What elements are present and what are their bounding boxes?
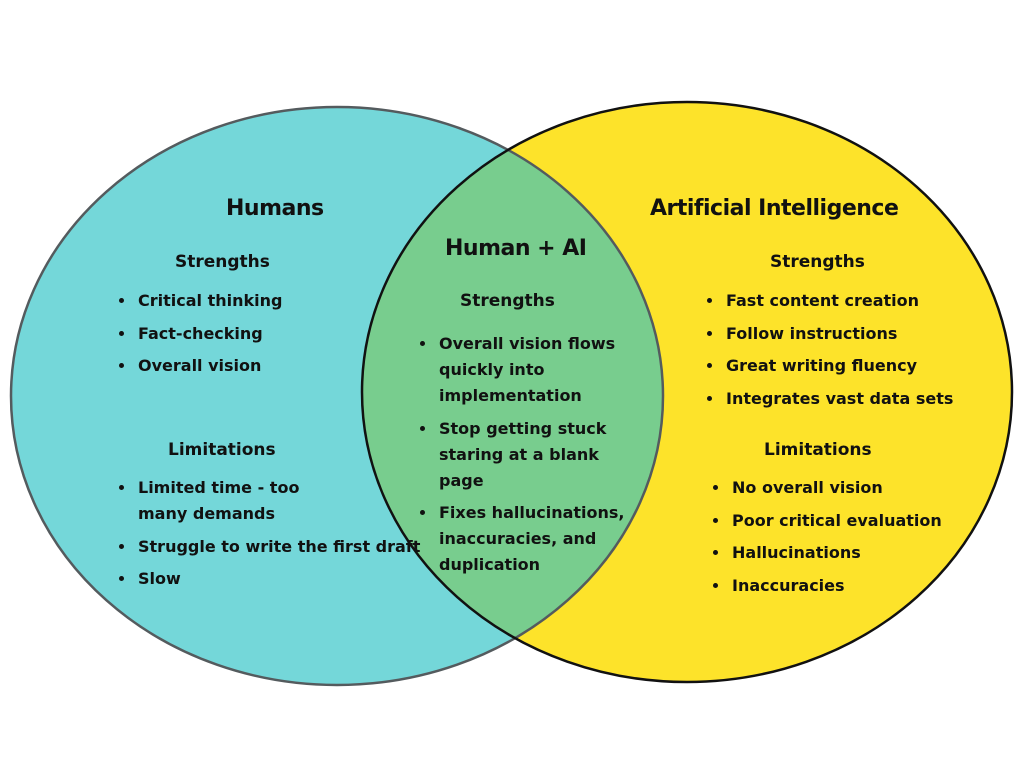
list-item: Overall vision xyxy=(136,353,366,379)
overlap-strengths-label: Strengths xyxy=(460,291,555,311)
list-item: Follow instructions xyxy=(724,321,984,347)
humans-strengths-label: Strengths xyxy=(175,252,270,272)
overlap-region xyxy=(362,107,663,682)
ai-title: Artificial Intelligence xyxy=(650,196,899,221)
list-item: Slow xyxy=(136,566,406,592)
ai-strengths-label: Strengths xyxy=(770,252,865,272)
humans-strengths-list: Critical thinking Fact-checking Overall … xyxy=(116,288,366,386)
humans-title: Humans xyxy=(226,196,324,221)
humans-limitations-label: Limitations xyxy=(168,440,276,460)
ai-limitations-label: Limitations xyxy=(764,440,872,460)
list-item: Overall vision flows quickly into implem… xyxy=(437,331,635,409)
list-item: Hallucinations xyxy=(730,540,980,566)
humans-circle-outline xyxy=(9,105,665,687)
humans-limitations-list: Limited time - too many demands Struggle… xyxy=(116,475,420,599)
ai-limitations-list: No overall vision Poor critical evaluati… xyxy=(710,475,980,605)
list-item: Fact-checking xyxy=(136,321,366,347)
list-item: Fixes hallucinations, inaccuracies, and … xyxy=(437,500,635,578)
overlap-strengths-list: Overall vision flows quickly into implem… xyxy=(417,331,635,585)
list-item: Great writing fluency xyxy=(724,353,984,379)
list-item: Critical thinking xyxy=(136,288,366,314)
overlap-title: Human + AI xyxy=(445,236,587,261)
list-item: Limited time - too many demands xyxy=(136,475,308,527)
ai-strengths-list: Fast content creation Follow instruction… xyxy=(704,288,984,418)
ai-circle-outline xyxy=(360,100,1014,684)
list-item: Fast content creation xyxy=(724,288,984,314)
list-item: Integrates vast data sets xyxy=(724,386,984,412)
list-item: No overall vision xyxy=(730,475,980,501)
list-item: Poor critical evaluation xyxy=(730,508,980,534)
list-item: Inaccuracies xyxy=(730,573,980,599)
list-item: Struggle to write the first draft xyxy=(136,534,420,560)
list-item: Stop getting stuck staring at a blank pa… xyxy=(437,416,635,494)
